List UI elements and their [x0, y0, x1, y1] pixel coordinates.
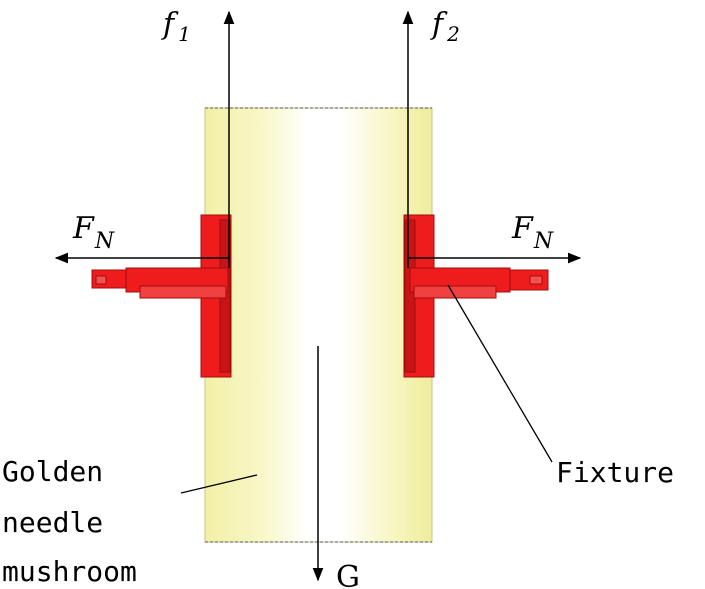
fn-left-label: FN [72, 211, 115, 254]
mushroom-label-line1: Golden [2, 455, 103, 488]
mushroom-label-line2: needle [2, 506, 103, 539]
right-fixture [403, 214, 549, 378]
mushroom-label-line3: mushroom [2, 555, 137, 588]
fixture-label: Fixture [556, 456, 674, 489]
gravity-label: G [336, 560, 360, 589]
fixture-leader-line [447, 284, 553, 463]
left-fixture [91, 214, 232, 378]
fn-right-label: FN [511, 211, 554, 254]
mushroom-leader-line [180, 474, 258, 494]
